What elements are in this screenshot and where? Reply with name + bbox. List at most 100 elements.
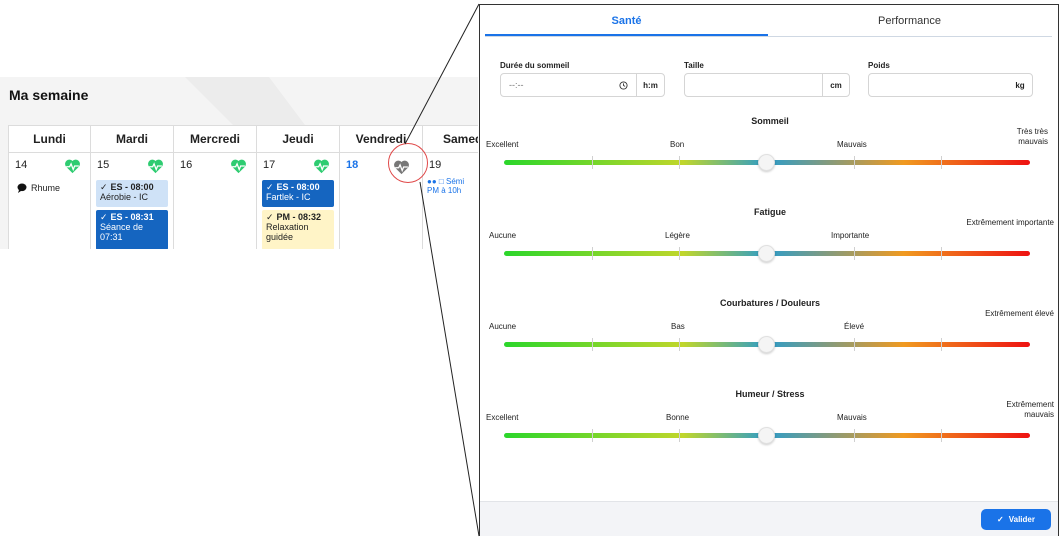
level-label: Aucune — [489, 231, 517, 240]
level-label: Mauvais — [837, 413, 867, 422]
level-label: Bas — [671, 322, 685, 331]
slider-handle[interactable] — [758, 427, 775, 444]
day-header: Mercredi — [174, 126, 256, 153]
slider-section-courbatures: Courbatures / Douleurs Aucune Bas Élevé … — [480, 298, 1060, 389]
slider-title: Sommeil — [751, 116, 789, 126]
height-field[interactable]: cm — [684, 73, 850, 97]
slider-tick — [854, 429, 855, 442]
slider-tick — [941, 338, 942, 351]
sleep-duration-field[interactable]: h:m — [500, 73, 665, 97]
height-unit: cm — [822, 74, 849, 96]
slider-handle[interactable] — [758, 245, 775, 262]
level-label: Légère — [665, 231, 690, 240]
day-column-samedi: Samedi 19 ●● □ Sémi PM à 10h — [423, 126, 478, 249]
day-header: Mardi — [91, 126, 173, 153]
slider-tick — [679, 338, 680, 351]
health-heart-icon[interactable] — [230, 158, 247, 174]
tab-bar: Santé Performance — [485, 7, 1052, 37]
level-label: Extrêmement importante — [966, 218, 1054, 227]
day-column-jeudi: Jeudi 17 ✓ES - 08:00 Fartlek - IC ✓PM - … — [257, 126, 340, 249]
tab-sante[interactable]: Santé — [485, 7, 768, 36]
day-number-today: 18 — [346, 159, 359, 171]
day-header: Lundi — [9, 126, 90, 153]
event-time: ES - 08:31 — [110, 212, 154, 222]
slider-tick — [854, 247, 855, 260]
tab-performance[interactable]: Performance — [878, 15, 941, 27]
submit-label: Valider — [1008, 515, 1035, 524]
check-icon: ✓ — [100, 182, 108, 192]
day-cell[interactable]: 17 ✓ES - 08:00 Fartlek - IC ✓PM - 08:32 … — [257, 153, 339, 249]
health-modal: Santé Performance Durée du sommeil h:m T… — [479, 4, 1059, 536]
slider-tick — [592, 429, 593, 442]
submit-button[interactable]: ✓ Valider — [981, 509, 1051, 530]
health-heart-icon[interactable] — [147, 158, 164, 174]
weight-input[interactable] — [869, 74, 1008, 96]
event-card[interactable]: ✓ES - 08:31 Séance de 07:31 — [96, 210, 168, 249]
day-header: Samedi — [423, 126, 478, 153]
slider-tick — [592, 338, 593, 351]
slider-tick — [679, 247, 680, 260]
weight-label: Poids — [868, 61, 890, 70]
illness-note[interactable]: Rhume — [17, 183, 60, 193]
comment-icon — [17, 183, 27, 193]
slider-tick — [679, 429, 680, 442]
slider-handle[interactable] — [758, 336, 775, 353]
day-column-lundi: Lundi 14 Rhume — [8, 126, 91, 249]
height-label: Taille — [684, 61, 704, 70]
note-label: Rhume — [31, 183, 61, 193]
clock-icon — [619, 74, 636, 96]
event-time: PM à 10h — [427, 186, 462, 195]
slider-title: Courbatures / Douleurs — [719, 298, 820, 308]
level-label: Bonne — [666, 413, 690, 422]
slider-tick — [679, 156, 680, 169]
slider-handle[interactable] — [758, 154, 775, 171]
check-icon: ✓ — [100, 212, 108, 222]
day-number: 19 — [429, 159, 442, 171]
slider-title: Fatigue — [753, 207, 786, 217]
event-card[interactable]: ✓ES - 08:00 Aérobie - IC — [96, 180, 168, 207]
slider-tick — [592, 156, 593, 169]
slider-section-humeur: Humeur / Stress Excellent Bonne Mauvais … — [480, 389, 1060, 480]
slider-section-fatigue: Fatigue Aucune Légère Importante Extrême… — [480, 207, 1060, 298]
weight-unit: kg — [1015, 80, 1025, 90]
height-input[interactable] — [685, 74, 822, 96]
sleep-duration-input[interactable] — [501, 74, 619, 96]
check-icon: ✓ — [266, 182, 274, 192]
event-item[interactable]: ●● □ Sémi PM à 10h — [427, 177, 464, 195]
slider-tick — [941, 156, 942, 169]
sleep-duration-label: Durée du sommeil — [500, 61, 570, 70]
day-header: Jeudi — [257, 126, 339, 153]
slider-tick — [854, 338, 855, 351]
day-number: 17 — [263, 159, 276, 171]
event-card[interactable]: ✓PM - 08:32 Relaxation guidée — [262, 210, 334, 249]
day-number: 15 — [97, 159, 110, 171]
check-icon: ✓ — [997, 515, 1004, 524]
slider-tick — [592, 247, 593, 260]
weight-field[interactable]: kg — [868, 73, 1033, 97]
event-card[interactable]: ✓ES - 08:00 Fartlek - IC — [262, 180, 334, 207]
highlight-circle — [388, 143, 428, 183]
group-icon: ●● — [427, 177, 437, 186]
level-label: Excellent — [486, 413, 519, 422]
day-cell[interactable]: 15 ✓ES - 08:00 Aérobie - IC ✓ES - 08:31 … — [91, 153, 173, 249]
slider-tick — [941, 247, 942, 260]
day-cell[interactable]: 14 Rhume — [9, 153, 90, 249]
modal-footer: ✓ Valider — [480, 501, 1058, 536]
level-label: Extrêmement mauvais — [1006, 400, 1054, 419]
slider-tick — [941, 429, 942, 442]
level-label: Importante — [831, 231, 870, 240]
day-cell[interactable]: 16 — [174, 153, 256, 249]
level-label: Excellent — [486, 140, 519, 149]
event-title: Sémi — [445, 177, 465, 186]
day-column-mardi: Mardi 15 ✓ES - 08:00 Aérobie - IC ✓ES - … — [91, 126, 174, 249]
day-cell[interactable]: 19 ●● □ Sémi PM à 10h — [423, 153, 478, 249]
event-time: ES - 08:00 — [110, 182, 154, 192]
health-heart-icon[interactable] — [64, 158, 81, 174]
level-label: Bon — [670, 140, 685, 149]
sleep-unit: h:m — [636, 74, 664, 96]
check-icon: ✓ — [266, 212, 274, 222]
slider-section-sommeil: Sommeil Excellent Bon Mauvais Très très … — [480, 116, 1060, 207]
level-label: Élevé — [844, 322, 865, 331]
health-heart-icon[interactable] — [313, 158, 330, 174]
day-number: 14 — [15, 159, 28, 171]
